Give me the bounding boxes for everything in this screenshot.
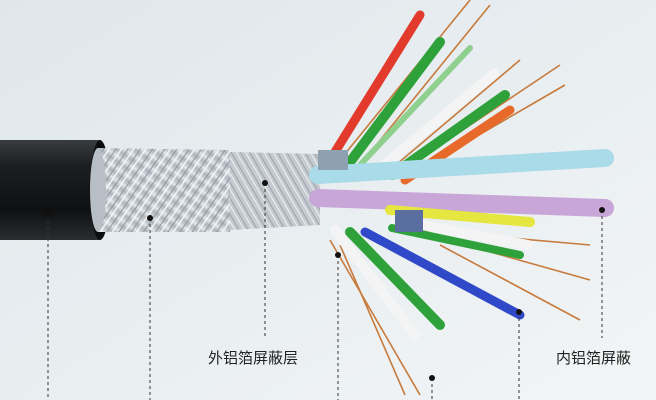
inner-foil-wrap-bottom [395, 210, 423, 232]
red-conductor [325, 10, 425, 165]
white-conductor-lower [330, 225, 420, 340]
conductors-lower [330, 225, 525, 340]
braid-shield [90, 148, 230, 232]
green-conductor-upper [345, 37, 445, 167]
outer-foil-shield-label: 外铝箔屏蔽层 [208, 349, 299, 367]
green-conductor-right [388, 224, 524, 259]
light-blue-conductor [309, 149, 614, 184]
white-conductor-upper [373, 68, 500, 175]
lavender-conductor [309, 189, 614, 217]
inner-foil-shield-label: 内铝箔屏蔽 [556, 349, 632, 367]
callout-lines [47, 183, 603, 400]
blue-conductor [360, 227, 525, 320]
inner-foil-wrap-top [318, 150, 348, 170]
outer-foil-shield [230, 152, 320, 230]
conductors-center [309, 149, 614, 259]
green-conductor-lower [345, 227, 445, 330]
callout-dots [45, 180, 605, 381]
